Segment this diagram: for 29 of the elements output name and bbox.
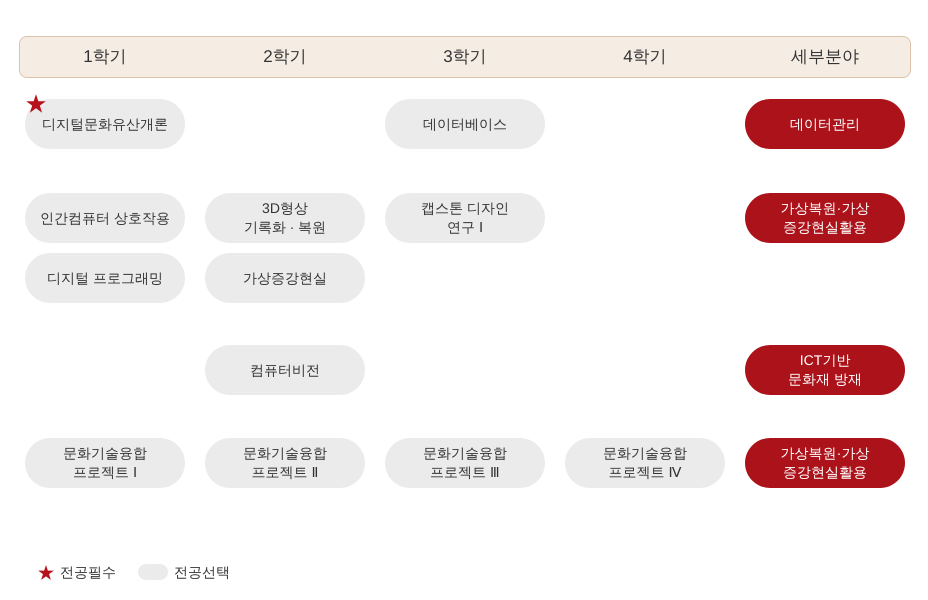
- field-pill: [745, 193, 905, 243]
- field-name: 가상복원·가상 증강현실활용: [780, 199, 870, 237]
- course-name: 디지털 프로그래밍: [47, 268, 163, 288]
- column-heading: 세부분야: [791, 46, 859, 68]
- course-name: 문화기술융합 프로젝트 Ⅳ: [602, 444, 688, 482]
- course-name: 인간컴퓨터 상호작용: [40, 208, 170, 228]
- field-name: ICT기반 문화재 방재: [787, 351, 863, 389]
- column-heading: 3학기: [443, 46, 487, 68]
- course-name: 디지털문화유산개론: [42, 114, 168, 134]
- course-name: 3D형상 기록화 · 복원: [242, 199, 328, 237]
- column-heading: 1학기: [83, 46, 127, 68]
- field-pill: [745, 99, 905, 149]
- course-name: 가상증강현실: [243, 268, 327, 288]
- course-name: 데이터베이스: [423, 114, 507, 134]
- course-name: 문화기술융합 프로젝트 Ⅱ: [242, 444, 328, 482]
- header-bar: [19, 36, 911, 78]
- legend-label: 전공선택: [174, 563, 230, 582]
- course-name: 문화기술융합 프로젝트 Ⅲ: [422, 444, 508, 482]
- column-heading: 2학기: [263, 46, 307, 68]
- field-name: 데이터관리: [790, 114, 860, 134]
- field-pill: [745, 345, 905, 395]
- column-heading: 4학기: [623, 46, 667, 68]
- legend-label: 전공필수: [60, 563, 116, 582]
- course-name: 캡스톤 디자인 연구 Ⅰ: [420, 199, 510, 237]
- course-name: 컴퓨터비전: [250, 360, 320, 380]
- field-name: 가상복원·가상 증강현실활용: [780, 444, 870, 482]
- course-pill: [25, 99, 185, 149]
- course-name: 문화기술융합 프로젝트 Ⅰ: [62, 444, 148, 482]
- field-pill: [745, 438, 905, 488]
